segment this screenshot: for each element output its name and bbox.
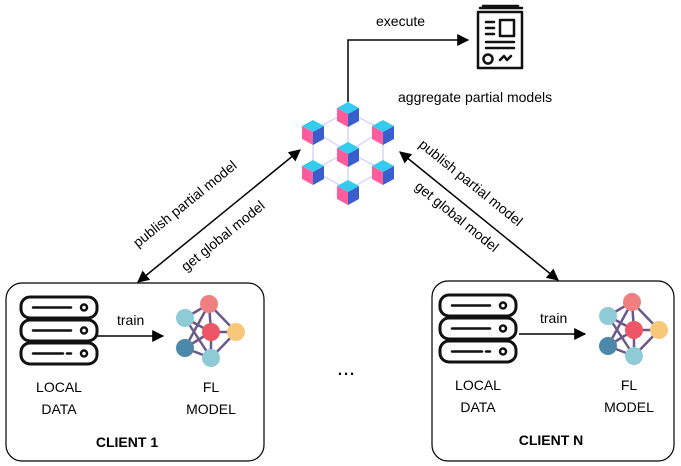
database-icon	[438, 293, 518, 364]
client-1-name: CLIENT 1	[96, 434, 158, 450]
contract-document-icon	[476, 4, 524, 70]
client-n-box: train LOCAL DATA FL MODEL CLIENT N	[431, 280, 675, 462]
network-node	[202, 323, 220, 341]
local-data-label-line1: LOCAL	[455, 377, 501, 393]
execute-arrow	[347, 34, 470, 102]
block-cube-icon	[372, 160, 394, 185]
fl-model-label-line2: MODEL	[604, 399, 654, 415]
block-cube-icon	[337, 102, 359, 127]
left-sync-arrow	[137, 149, 301, 283]
block-cube-icon	[337, 180, 359, 205]
execute-label: execute	[376, 13, 425, 29]
network-node	[650, 321, 668, 339]
fl-model-label-line1: FL	[203, 379, 220, 395]
train-label: train	[117, 312, 144, 328]
network-node	[625, 347, 643, 365]
network-node	[227, 323, 245, 341]
right-publish-label: publish partial model	[416, 136, 526, 229]
block-cube-icon	[337, 142, 359, 167]
network-node	[625, 321, 643, 339]
client-1-box: train LOCAL DATA FL MODEL CLIENT 1	[5, 282, 265, 462]
network-node	[176, 309, 194, 327]
fl-model-label-line1: FL	[621, 377, 638, 393]
neural-network-icon	[176, 295, 245, 367]
network-node	[623, 293, 641, 311]
block-cube-icon	[302, 120, 324, 145]
network-node	[176, 339, 194, 357]
blockchain-network-icon	[302, 102, 394, 205]
ellipsis: ...	[337, 355, 355, 380]
fl-model-label-line2: MODEL	[186, 401, 236, 417]
neural-network-icon	[599, 293, 668, 365]
network-node	[599, 337, 617, 355]
database-icon	[19, 295, 99, 366]
train-label: train	[540, 310, 567, 326]
block-cube-icon	[372, 120, 394, 145]
local-data-label-line1: LOCAL	[36, 379, 82, 395]
network-node	[599, 307, 617, 325]
network-node	[200, 295, 218, 313]
left-get-label: get global model	[178, 197, 268, 274]
client-n-name: CLIENT N	[519, 432, 584, 448]
block-cube-icon	[302, 160, 324, 185]
network-node	[202, 349, 220, 367]
right-sync-arrow	[399, 151, 559, 281]
local-data-label-line2: DATA	[41, 401, 77, 417]
aggregate-label: aggregate partial models	[398, 89, 552, 105]
local-data-label-line2: DATA	[460, 399, 496, 415]
